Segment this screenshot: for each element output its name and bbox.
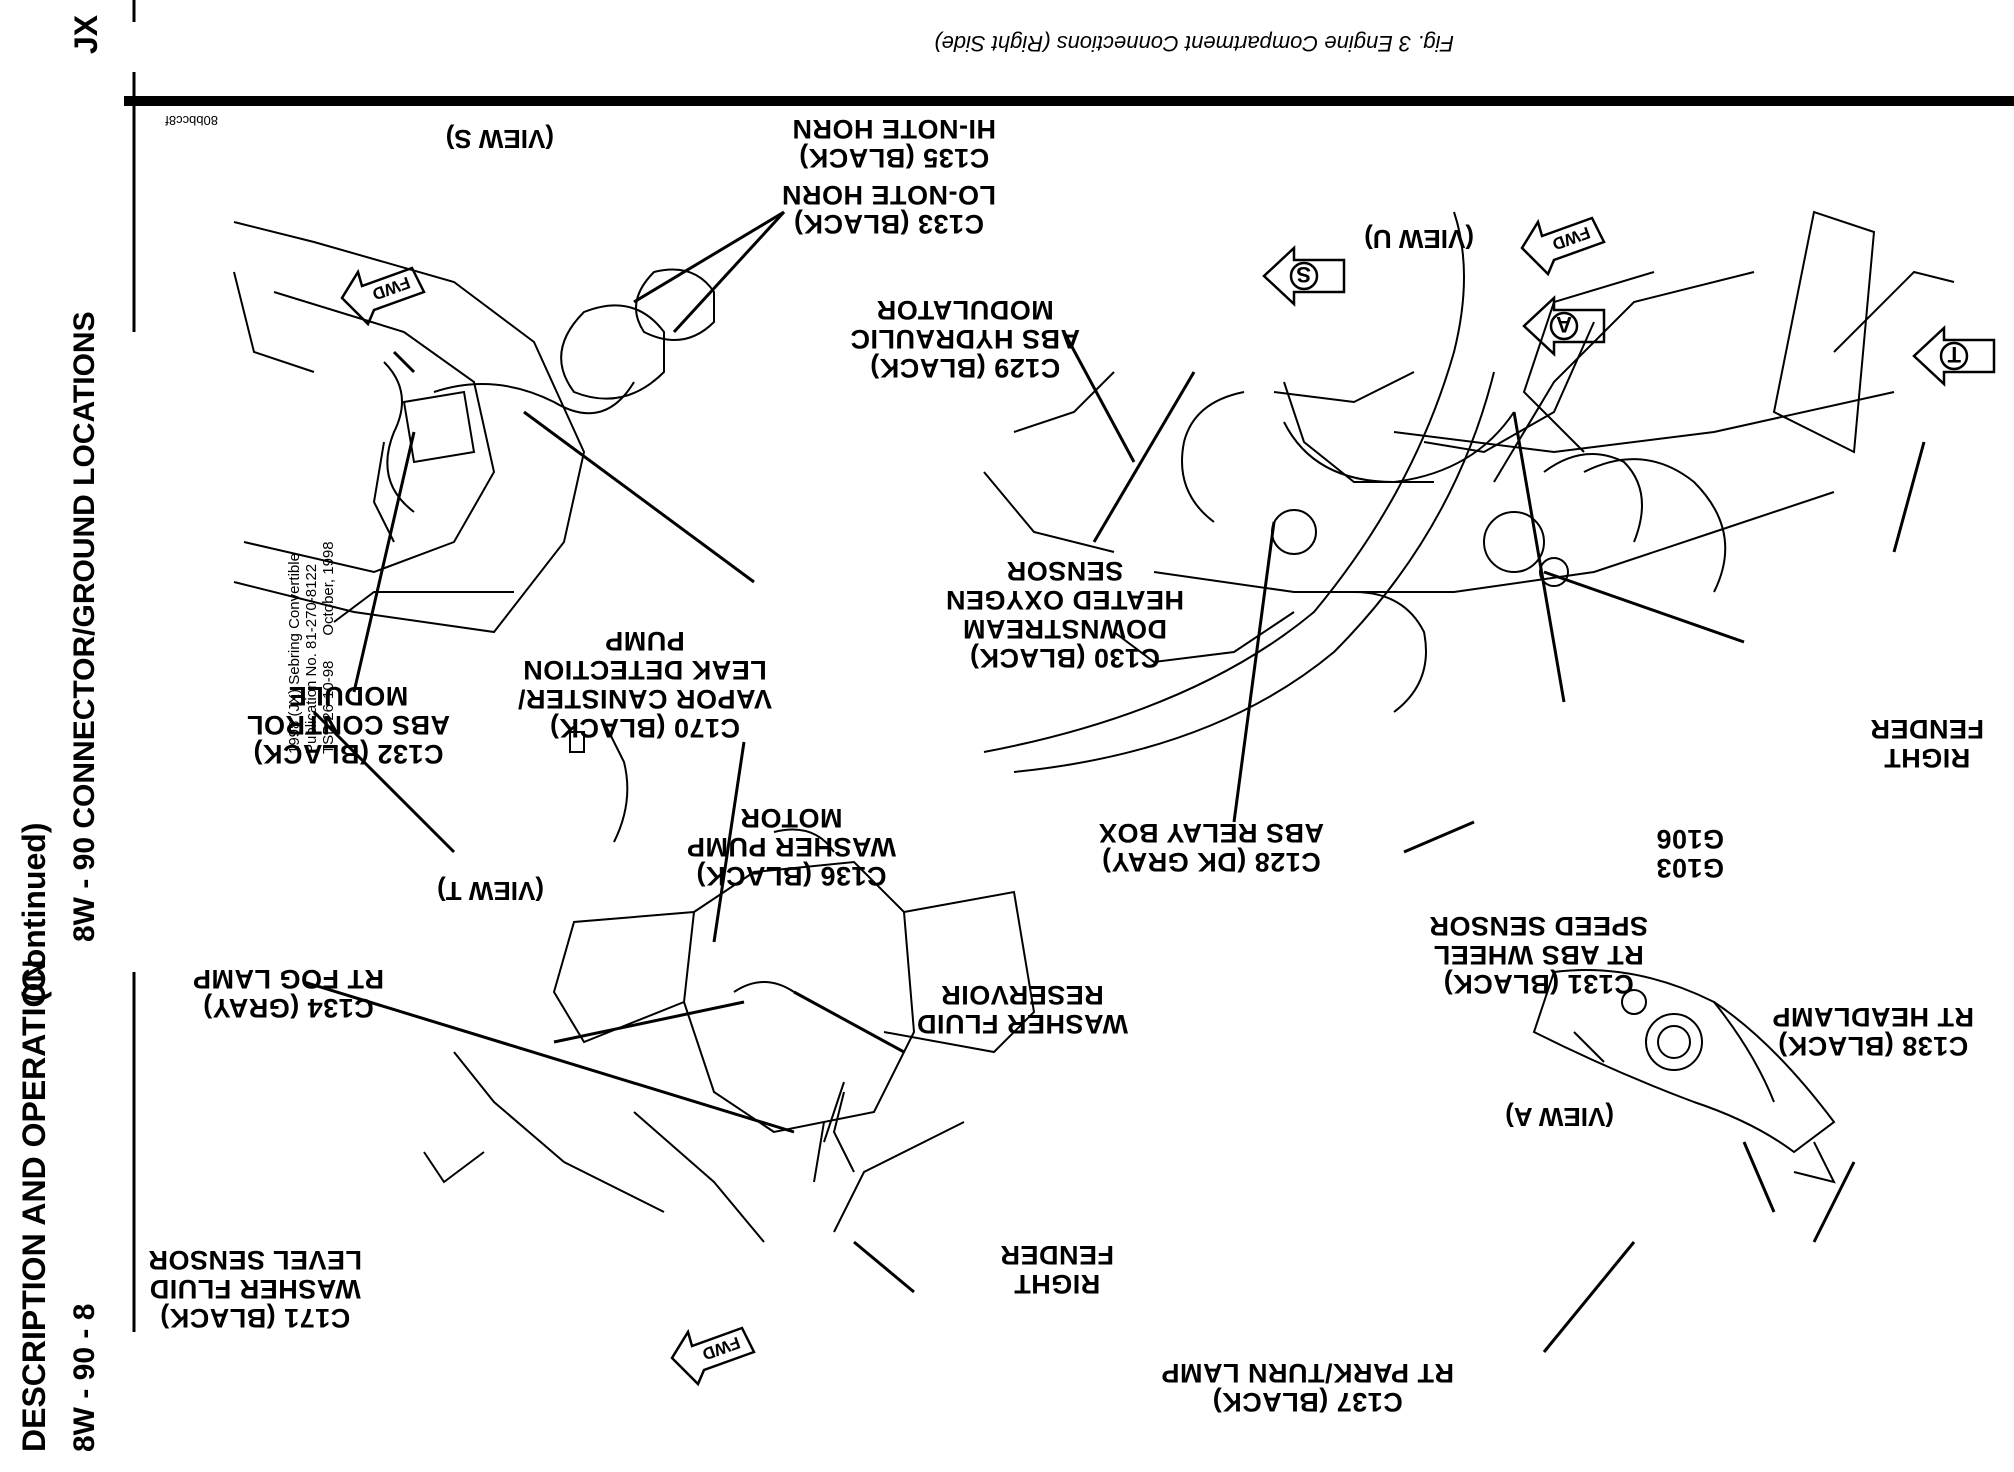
label-c171: C171 (BLACK) WASHER FLUID LEVEL SENSOR bbox=[147, 1245, 362, 1333]
label-right-fender-lower-line-2: FENDER bbox=[999, 1240, 1114, 1270]
label-c171-line-3: LEVEL SENSOR bbox=[147, 1245, 362, 1275]
label-c170-line-3: LEAK DETECTION bbox=[522, 655, 767, 685]
label-c138-line-1: C138 (BLACK) bbox=[1777, 1031, 1969, 1061]
label-c131-line-1: C131 (BLACK) bbox=[1443, 969, 1634, 999]
label-c134: C134 (GRAY) RT FOG LAMP bbox=[192, 964, 384, 1023]
label-c136-line-2: WASHER PUMP bbox=[686, 832, 896, 862]
label-c135: C135 (BLACK) HI-NOTE HORN bbox=[792, 114, 996, 173]
label-c131-line-2: RT ABS WHEEL bbox=[1433, 940, 1644, 970]
label-g103: G103 bbox=[1655, 853, 1724, 883]
label-c171-line-1: C171 (BLACK) bbox=[159, 1303, 351, 1333]
label-c137: C137 (BLACK) RT PARK/TURN LAMP bbox=[1161, 1358, 1454, 1417]
label-right-fender-lower-line-1: RIGHT bbox=[1013, 1269, 1101, 1299]
label-c129-line-2: ABS HYDRAULIC bbox=[849, 324, 1080, 354]
label-c130-line-4: SENSOR bbox=[1006, 556, 1124, 586]
label-c137-line-2: RT PARK/TURN LAMP bbox=[1161, 1358, 1454, 1388]
label-c129: C129 (BLACK) ABS HYDRAULIC MODULATOR bbox=[849, 295, 1080, 383]
fwd-arrow: FWD bbox=[1520, 216, 1606, 277]
view-a-title: (VIEW A) bbox=[1505, 1102, 1614, 1132]
view-tag-t: T bbox=[1912, 325, 1996, 387]
label-right-fender-upper: RIGHT FENDER bbox=[1869, 714, 1984, 773]
label-c133-line-2: LO-NOTE HORN bbox=[781, 180, 997, 210]
label-c130-line-1: C130 (BLACK) bbox=[969, 643, 1160, 673]
label-c130-line-2: DOWNSTREAM bbox=[962, 614, 1167, 644]
view-tag-s-label: S bbox=[1296, 262, 1311, 287]
view-t-drawing bbox=[423, 721, 1036, 1243]
label-c170-line-4: PUMP bbox=[604, 626, 685, 656]
label-c170: C170 (BLACK) VAPOR CANISTER/ LEAK DETECT… bbox=[517, 626, 772, 743]
label-c137-line-1: C137 (BLACK) bbox=[1212, 1387, 1403, 1417]
label-washer-reservoir-line-2: RESERVOIR bbox=[940, 980, 1104, 1010]
label-right-fender-upper-line-1: RIGHT bbox=[1883, 743, 1971, 773]
view-tag-a: A bbox=[1522, 295, 1606, 357]
label-c132-line-1: C132 (BLACK) bbox=[252, 739, 444, 769]
label-c128-line-1: C128 (DK GRAY) bbox=[1101, 847, 1321, 877]
label-washer-reservoir-line-1: WASHER FLUID bbox=[916, 1009, 1129, 1039]
label-c133: C133 (BLACK) LO-NOTE HORN bbox=[781, 180, 997, 239]
label-c130: C130 (BLACK) DOWNSTREAM HEATED OXYGEN SE… bbox=[945, 556, 1184, 673]
label-c135-line-1: C135 (BLACK) bbox=[798, 143, 990, 173]
label-washer-reservoir: WASHER FLUID RESERVOIR bbox=[916, 980, 1129, 1039]
label-c128: C128 (DK GRAY) ABS RELAY BOX bbox=[1098, 818, 1324, 877]
label-c170-line-2: VAPOR CANISTER/ bbox=[517, 684, 772, 714]
label-c132-line-3: MODULE bbox=[288, 681, 409, 711]
view-tag-t-label: T bbox=[1947, 342, 1961, 367]
label-c138: C138 (BLACK) RT HEADLAMP bbox=[1772, 1002, 1974, 1061]
label-c130-line-3: HEATED OXYGEN bbox=[945, 585, 1184, 615]
label-g103-g106: G103 G106 bbox=[1655, 824, 1724, 883]
view-s-drawing bbox=[233, 221, 715, 634]
leader-lines bbox=[303, 210, 1926, 1353]
label-c136-line-3: MOTOR bbox=[739, 803, 843, 833]
view-a-drawing bbox=[1532, 969, 1836, 1184]
label-c129-line-1: C129 (BLACK) bbox=[869, 353, 1061, 383]
label-c132-line-2: ABS CONTROL bbox=[246, 710, 451, 740]
fwd-arrow: FWD bbox=[670, 1326, 756, 1387]
label-right-fender-lower: RIGHT FENDER bbox=[999, 1240, 1114, 1299]
view-tag-a-label: A bbox=[1556, 312, 1572, 337]
label-c136: C136 (BLACK) WASHER PUMP MOTOR bbox=[686, 803, 896, 891]
label-c134-line-2: RT FOG LAMP bbox=[192, 964, 384, 994]
view-tag-s: S bbox=[1262, 245, 1346, 307]
label-c131: C131 (BLACK) RT ABS WHEEL SPEED SENSOR bbox=[1428, 911, 1648, 999]
label-c170-line-1: C170 (BLACK) bbox=[549, 713, 740, 743]
label-right-fender-upper-line-2: FENDER bbox=[1869, 714, 1984, 744]
label-c132: C132 (BLACK) ABS CONTROL MODULE bbox=[246, 681, 451, 769]
view-u-drawing bbox=[983, 210, 1955, 773]
fwd-arrow: FWD bbox=[340, 266, 426, 327]
view-u-title: (VIEW U) bbox=[1364, 224, 1474, 254]
figure-top-rule bbox=[124, 96, 2014, 106]
label-c133-line-1: C133 (BLACK) bbox=[793, 209, 985, 239]
label-c129-line-3: MODULATOR bbox=[876, 295, 1054, 325]
view-t-title: (VIEW T) bbox=[437, 876, 544, 906]
label-c138-line-2: RT HEADLAMP bbox=[1772, 1002, 1974, 1032]
label-c131-line-3: SPEED SENSOR bbox=[1428, 911, 1648, 941]
label-c135-line-2: HI-NOTE HORN bbox=[792, 114, 996, 144]
view-s-title: (VIEW S) bbox=[445, 124, 554, 154]
label-g106: G106 bbox=[1655, 824, 1724, 854]
view-tags: T A S bbox=[1262, 245, 1996, 387]
label-c128-line-2: ABS RELAY BOX bbox=[1098, 818, 1324, 848]
label-c136-line-1: C136 (BLACK) bbox=[695, 861, 887, 891]
label-c134-line-1: C134 (GRAY) bbox=[202, 993, 374, 1023]
label-c171-line-2: WASHER FLUID bbox=[149, 1274, 361, 1304]
